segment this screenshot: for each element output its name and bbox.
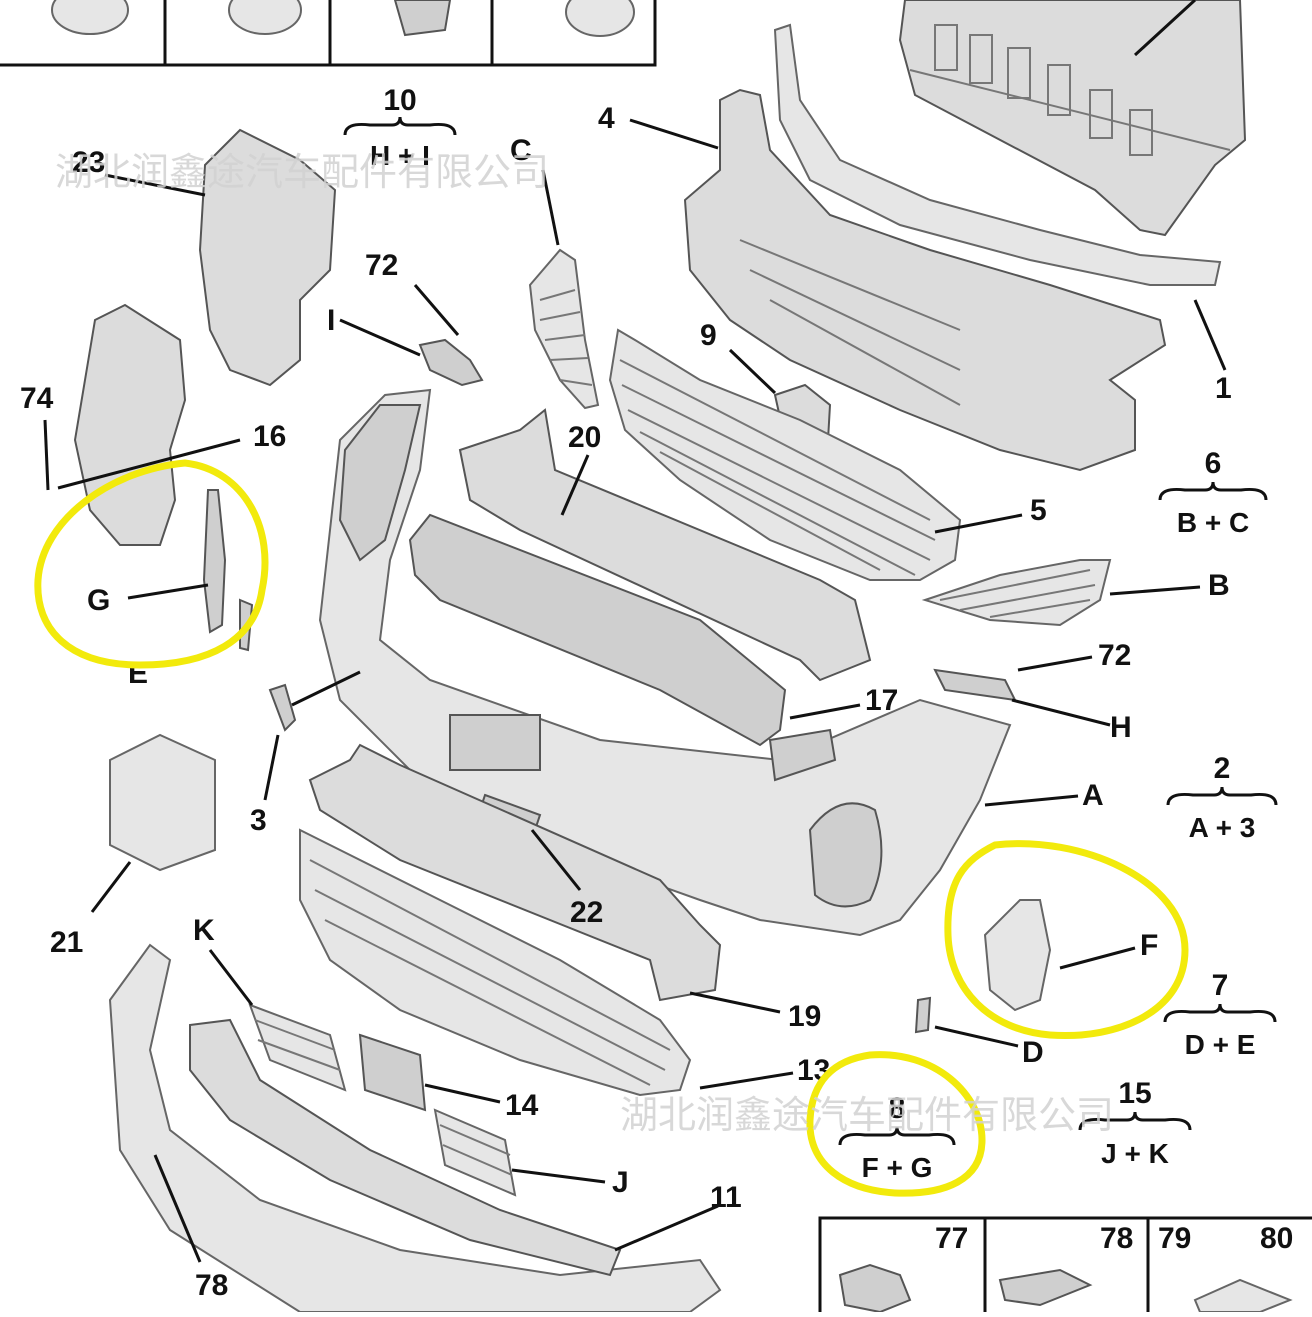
label-b: B <box>1208 569 1230 602</box>
label-g: G <box>87 584 110 617</box>
side-grille-c <box>528 248 600 410</box>
kit-number: 15 <box>1118 1077 1151 1110</box>
air-deflector-right <box>198 128 337 387</box>
label-f: F <box>1140 929 1158 962</box>
highlight-g <box>34 459 269 669</box>
fastener-79: 79 <box>1158 1222 1191 1255</box>
cap-f <box>983 899 1052 1012</box>
bumper-reinforcement <box>458 408 872 682</box>
label-4: 4 <box>598 102 615 135</box>
label-h: H <box>1110 711 1132 744</box>
kit-combo: B + C <box>1177 507 1249 538</box>
fastener-80: 80 <box>1260 1222 1293 1255</box>
part-14 <box>358 1033 427 1112</box>
label-1: 1 <box>1215 372 1232 405</box>
fastener-78: 78 <box>1100 1222 1133 1255</box>
kit-number: 10 <box>383 84 416 117</box>
kit-number: 2 <box>1214 752 1231 785</box>
highlight-8 <box>806 1051 986 1197</box>
bottom-fastener-table: 77 78 79 80 <box>818 1216 1312 1317</box>
label-20: 20 <box>568 421 601 454</box>
label-17: 17 <box>865 684 898 717</box>
fastener-77: 77 <box>935 1222 968 1255</box>
kit-combo: J + K <box>1101 1138 1169 1169</box>
part-labels: 1 3 4 5 9 11 13 14 16 17 19 20 21 22 23 … <box>20 102 1232 1302</box>
label-23: 23 <box>72 146 105 179</box>
label-21: 21 <box>50 926 83 959</box>
label-j: J <box>612 1166 629 1199</box>
main-grille <box>608 328 962 581</box>
label-5: 5 <box>1030 494 1047 527</box>
label-72-top: 72 <box>365 249 398 282</box>
highlight-f <box>944 840 1189 1040</box>
bracket-i <box>418 338 484 387</box>
clip-d <box>914 996 932 1034</box>
kit-number: 8 <box>889 1092 906 1125</box>
kit-combo: H + I <box>370 140 430 171</box>
leader-lines <box>43 0 1227 1263</box>
watermark-top: 湖北润鑫途汽车配件有限公司 <box>55 150 549 194</box>
bumper-cover-shadow <box>338 404 422 562</box>
strip-h <box>933 668 1017 702</box>
label-k: K <box>193 914 215 947</box>
kit-21 <box>109 733 216 872</box>
label-11: 11 <box>710 1181 742 1214</box>
label-22: 22 <box>570 896 603 929</box>
lower-beam-19 <box>308 743 722 1002</box>
bracket-g <box>202 489 227 634</box>
side-grille-b <box>921 559 1112 627</box>
absorber-17 <box>408 513 787 747</box>
kit-combo: D + E <box>1185 1029 1256 1060</box>
label-3: 3 <box>250 804 267 837</box>
lower-trim-11 <box>189 1018 622 1277</box>
tow-cover-3 <box>268 683 297 732</box>
label-72-right: 72 <box>1098 639 1131 672</box>
kit-groups: 10 H + I 6 B + C 2 A + 3 7 D + E 8 F + G… <box>343 84 1278 1183</box>
bracket-cover <box>768 728 837 782</box>
label-14: 14 <box>505 1089 539 1122</box>
label-16: 16 <box>253 420 286 453</box>
upper-trim-panel <box>773 23 1222 286</box>
kit-combo: F + G <box>862 1152 933 1183</box>
highlight-circles <box>34 459 1189 1197</box>
label-i: I <box>327 304 335 337</box>
watermark-bottom: 湖北润鑫途汽车配件有限公司 <box>620 1093 1114 1137</box>
impact-absorber <box>898 0 1247 237</box>
lower-grille-13 <box>299 828 692 1097</box>
plate-area <box>449 714 541 771</box>
air-deflector-left <box>73 303 187 546</box>
label-d: D <box>1022 1036 1044 1069</box>
label-a: A <box>1082 779 1104 812</box>
kit-combo: A + 3 <box>1189 812 1256 843</box>
label-78: 78 <box>195 1269 228 1302</box>
kit-number: 7 <box>1212 969 1229 1002</box>
fog-lamp-opening <box>808 802 883 908</box>
label-c: C <box>510 134 532 167</box>
lower-spoiler <box>108 943 722 1313</box>
kit-number: 6 <box>1205 447 1222 480</box>
label-19: 19 <box>788 1000 821 1033</box>
label-74: 74 <box>20 382 54 415</box>
label-9: 9 <box>700 319 717 352</box>
grille-support-frame <box>683 88 1167 472</box>
top-fastener-table <box>0 0 657 67</box>
